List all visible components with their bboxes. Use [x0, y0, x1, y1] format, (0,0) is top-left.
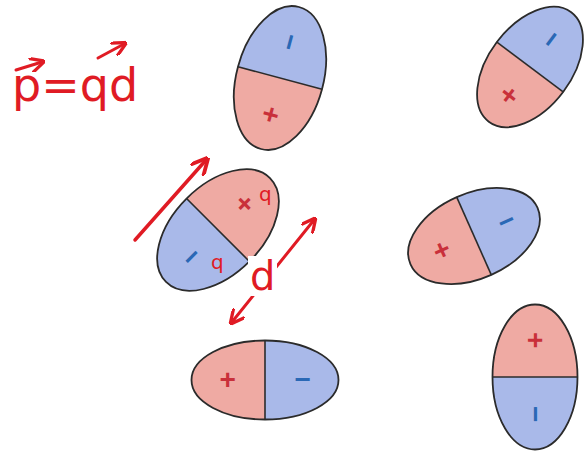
dipole-ellipse: −+ [454, 0, 588, 149]
dipole-ellipse: +− [491, 303, 579, 451]
dipole-ellipse: +− [132, 144, 303, 315]
dipole-ellipse: +− [391, 167, 557, 305]
dipole-ellipse: +− [190, 339, 340, 421]
charge-sign: − [295, 366, 311, 394]
separation-label: d [248, 256, 277, 296]
charge-sign: − [521, 406, 549, 422]
charge-sign: + [220, 366, 236, 394]
charge-sign: + [521, 332, 549, 348]
ellipse-outline [132, 144, 303, 315]
vector-arrow [98, 44, 124, 58]
ellipse-outline [190, 339, 340, 421]
formula-note: p=qd [12, 62, 138, 108]
dipole-ellipse: −+ [217, 0, 343, 162]
charge-note: q [259, 184, 272, 204]
ellipse-outline [217, 0, 343, 162]
charge-note: q [211, 252, 224, 272]
ellipse-outline [454, 0, 588, 149]
ellipse-outline [491, 303, 579, 451]
ellipse-outline [391, 167, 557, 305]
